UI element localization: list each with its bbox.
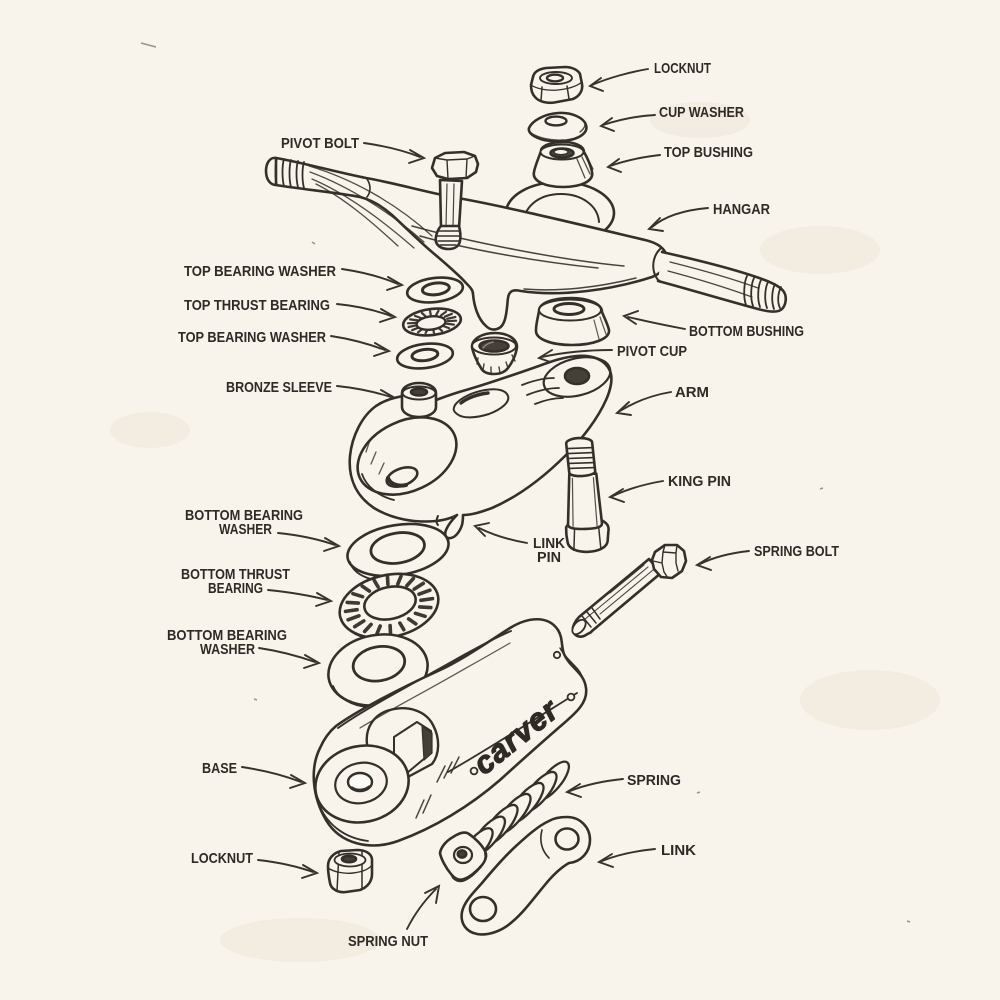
- svg-text:LINK: LINK: [661, 842, 696, 859]
- svg-text:CUP WASHER: CUP WASHER: [659, 104, 744, 121]
- svg-text:BOTTOM BEARING: BOTTOM BEARING: [167, 627, 287, 644]
- svg-text:HANGAR: HANGAR: [713, 201, 770, 218]
- svg-text:LOCKNUT: LOCKNUT: [654, 60, 711, 77]
- svg-text:BOTTOM BUSHING: BOTTOM BUSHING: [689, 323, 804, 340]
- svg-text:TOP THRUST BEARING: TOP THRUST BEARING: [184, 297, 330, 314]
- svg-text:ARM: ARM: [675, 384, 709, 401]
- svg-text:PIN: PIN: [537, 549, 561, 566]
- svg-text:SPRING: SPRING: [627, 772, 681, 789]
- svg-text:SPRING BOLT: SPRING BOLT: [754, 543, 839, 560]
- svg-text:PIVOT CUP: PIVOT CUP: [617, 343, 687, 360]
- svg-text:BOTTOM THRUST: BOTTOM THRUST: [181, 566, 290, 583]
- svg-text:LINK: LINK: [533, 535, 565, 552]
- svg-text:BRONZE SLEEVE: BRONZE SLEEVE: [226, 379, 332, 396]
- svg-text:TOP BUSHING: TOP BUSHING: [664, 144, 753, 161]
- svg-text:WASHER: WASHER: [219, 521, 272, 538]
- svg-text:WASHER: WASHER: [200, 641, 255, 658]
- svg-text:KING PIN: KING PIN: [668, 473, 731, 490]
- svg-text:PIVOT BOLT: PIVOT BOLT: [281, 135, 359, 152]
- svg-text:SPRING NUT: SPRING NUT: [348, 933, 428, 950]
- svg-text:BEARING: BEARING: [208, 580, 263, 597]
- svg-text:BASE: BASE: [202, 760, 237, 777]
- svg-text:LOCKNUT: LOCKNUT: [191, 850, 253, 867]
- svg-text:TOP BEARING WASHER: TOP BEARING WASHER: [178, 329, 326, 346]
- svg-text:BOTTOM BEARING: BOTTOM BEARING: [185, 507, 303, 524]
- svg-text:TOP BEARING WASHER: TOP BEARING WASHER: [184, 263, 336, 280]
